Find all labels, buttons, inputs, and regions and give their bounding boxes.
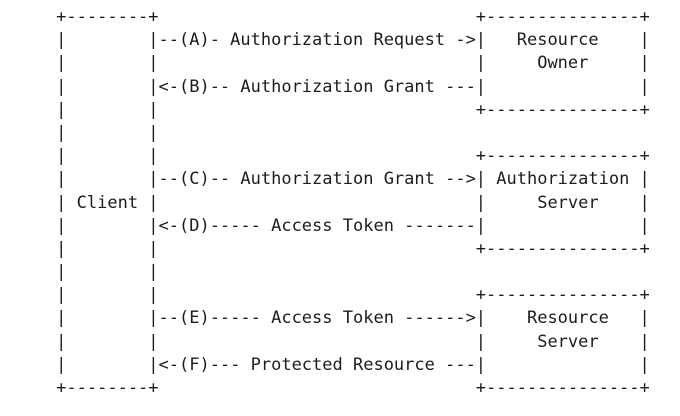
borders-top-line: +--------+ +---------------+ <box>5 7 650 27</box>
client-edge-spacer-line: | | <box>5 122 159 143</box>
oauth-ascii-flow-diagram: +--------+ +---------------+ | |--(A)- A… <box>5 7 650 398</box>
arrow-c-authorization-grant-line: | |--(C)-- Authorization Grant -->| Auth… <box>5 169 650 190</box>
resource-owner-bottom-border-line: | | +---------------+ <box>5 99 650 120</box>
arrow-d-access-token-line: | |<-(D)----- Access Token -------| | <box>5 215 650 236</box>
client-edge-spacer-line: | | <box>5 262 159 283</box>
authorization-server-bottom-border-line: | | +---------------+ <box>5 238 650 259</box>
arrow-f-protected-resource-line: | |<-(F)--- Protected Resource ---| | <box>5 354 650 375</box>
resource-owner-label-line: | | | Owner | <box>5 53 650 74</box>
borders-bottom-line: +--------+ +---------------+ <box>5 378 650 398</box>
resource-server-top-border-line: | | +---------------+ <box>5 285 650 306</box>
client-label-line: | Client | | Server | <box>5 192 650 213</box>
arrow-e-access-token-line: | |--(E)----- Access Token ------>| Reso… <box>5 308 650 329</box>
resource-server-label-line: | | | Server | <box>5 331 650 352</box>
arrow-b-authorization-grant-line: | |<-(B)-- Authorization Grant ---| | <box>5 76 650 97</box>
arrow-a-authorization-request-line: | |--(A)- Authorization Request ->| Reso… <box>5 30 650 51</box>
authorization-server-top-border-line: | | +---------------+ <box>5 146 650 167</box>
